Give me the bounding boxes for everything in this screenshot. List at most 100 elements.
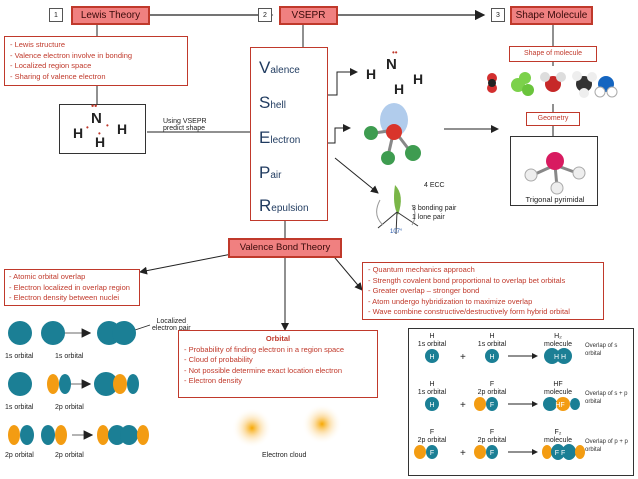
atom-a-label: H <box>429 381 435 388</box>
molecule-label: HF <box>553 381 563 388</box>
orbital-atom-b-lobe <box>474 445 486 459</box>
overlap-description: Overlap of p + p orbital <box>585 439 628 453</box>
vbt-right-point: Strength covalent bond proportional to o… <box>368 276 598 287</box>
molecule-symbol: F F <box>555 450 566 457</box>
overlap-arrow-head <box>532 401 538 407</box>
molecule-lobe <box>544 348 560 364</box>
hydrogen-atom: H <box>117 121 128 137</box>
step-number-2: 2 <box>258 8 272 22</box>
orbital-atom-b-lobe <box>474 397 486 411</box>
atom-b-label: F <box>489 429 495 436</box>
molecule-lobe <box>556 397 570 411</box>
nitrogen-atom: N <box>386 56 397 73</box>
molecule-lobe <box>575 445 585 459</box>
shape-molecule-header: Shape Molecule <box>510 6 593 25</box>
molecule-label: F₂ <box>554 429 562 436</box>
vsepr-word-pair: Pair <box>259 163 282 182</box>
atom-b-orbital: 2p orbital <box>477 437 507 444</box>
orbital-atom-a-symbol: H <box>429 402 434 409</box>
orbital-atom-b-symbol: F <box>490 450 494 457</box>
atom-b-orbital: 1s orbital <box>477 341 507 348</box>
molecule-lobe <box>570 398 580 410</box>
molecule-label: H₂ <box>554 333 562 340</box>
geometry-label: Geometry <box>526 112 580 126</box>
trigonal-label: Trigonal pyrimidal <box>525 195 585 204</box>
hydrogen-atom: H <box>394 81 405 97</box>
bond-dots: • <box>98 129 101 138</box>
molecule-caption: molecule <box>543 389 572 396</box>
lewis-points-box: Lewis structure Valence electron involve… <box>4 36 188 86</box>
molecule-lobe <box>543 397 557 411</box>
vsepr-word-repulsion: Repulsion <box>259 196 309 215</box>
orbital-label: 2p orbital <box>55 404 84 411</box>
orbital-atom-a-symbol: F <box>430 450 434 457</box>
vbt-left-box: Atomic orbital overlap Electron localize… <box>4 269 140 306</box>
lewis-point: Localized region space <box>10 61 182 72</box>
orbital-atom-a-lobe <box>426 445 438 459</box>
bond-dots: • <box>106 121 109 130</box>
lewis-point: Sharing of valence electron <box>10 72 182 83</box>
electron-cloud-label: Electron cloud <box>262 452 307 459</box>
orbital-label: 2p orbital <box>5 452 34 459</box>
orbital-atom-b-lobe <box>486 445 498 459</box>
vsepr-box <box>250 47 328 221</box>
orbital-point: Not possible determine exact location el… <box>184 366 372 377</box>
orbital-atom-a-lobe <box>414 445 426 459</box>
hydrogen-atom: H <box>413 71 424 87</box>
vbt-right-point: Quantum mechanics approach <box>368 265 598 276</box>
atom-b-label: F <box>489 381 495 388</box>
trigonal-pyramidal-model <box>524 152 586 195</box>
atom-b-label: H <box>489 333 495 340</box>
orbital-box: Orbital Probability of finding electron … <box>178 330 378 398</box>
using-vsepr-label: Using VSEPR predict shape <box>163 118 207 132</box>
orbital-point: Probability of finding electron in a reg… <box>184 345 372 356</box>
vbt-right-point: Greater overlap – stronger bond <box>368 286 598 297</box>
bond-angle-label: 107° <box>390 229 403 235</box>
orbital-atom-a <box>425 397 439 411</box>
atom-a-label: F <box>429 429 435 436</box>
overlap-arrow-head <box>532 353 538 359</box>
trigonal-box: Trigonal pyrimidal <box>510 136 598 206</box>
lewis-point: Valence electron involve in bonding <box>10 51 182 62</box>
orbital-label: 1s orbital <box>55 353 84 360</box>
nitrogen-atom: N <box>91 110 102 127</box>
molecule-lobe <box>562 444 576 460</box>
orbital-atom-b-symbol: F <box>490 402 494 409</box>
plus-sign: + <box>460 448 466 459</box>
orbital-atom-a-symbol: H <box>429 354 434 361</box>
hydrogen-atom: H <box>366 66 377 82</box>
lewis-point: Lewis structure <box>10 40 182 51</box>
atom-a-label: H <box>429 333 435 340</box>
molecule-caption: molecule <box>543 437 572 444</box>
vbt-left-point: Electron density between nuclei <box>9 293 135 304</box>
orbital-atom-b-symbol: H <box>489 354 494 361</box>
vsepr-word-shell: Shell <box>259 93 286 112</box>
vsepr-word-electron: Electron <box>259 128 301 147</box>
molecule-symbol: HF <box>555 402 564 409</box>
plus-sign: + <box>460 352 466 363</box>
plus-sign: + <box>460 400 466 411</box>
vbt-right-point: Wave combine constructive/destructively … <box>368 307 598 318</box>
vsepr-header: VSEPR <box>279 6 338 25</box>
hydrogen-atom: H <box>95 134 106 150</box>
bond-dots: • <box>86 123 89 132</box>
orbital-atom-b-lobe <box>486 397 498 411</box>
ecc-count: 4 ECC <box>424 182 445 189</box>
step-number-1: 1 <box>49 8 63 22</box>
overlap-table <box>408 328 634 476</box>
vbt-right-point: Atom undergo hybridization to maximize o… <box>368 297 598 308</box>
vbt-left-point: Electron localized in overlap region <box>9 283 135 294</box>
molecule-lobe <box>551 444 565 460</box>
orbital-point: Cloud of probability <box>184 355 372 366</box>
molecule-lobe <box>542 445 552 459</box>
shape-of-molecule-label: Shape of molecule <box>509 46 597 62</box>
orbital-label: 2p orbital <box>55 452 84 459</box>
overlap-description: Overlap of s + p orbital <box>585 391 628 405</box>
orbital-point: Electron density <box>184 376 372 387</box>
atom-a-orbital: 1s orbital <box>417 341 447 348</box>
